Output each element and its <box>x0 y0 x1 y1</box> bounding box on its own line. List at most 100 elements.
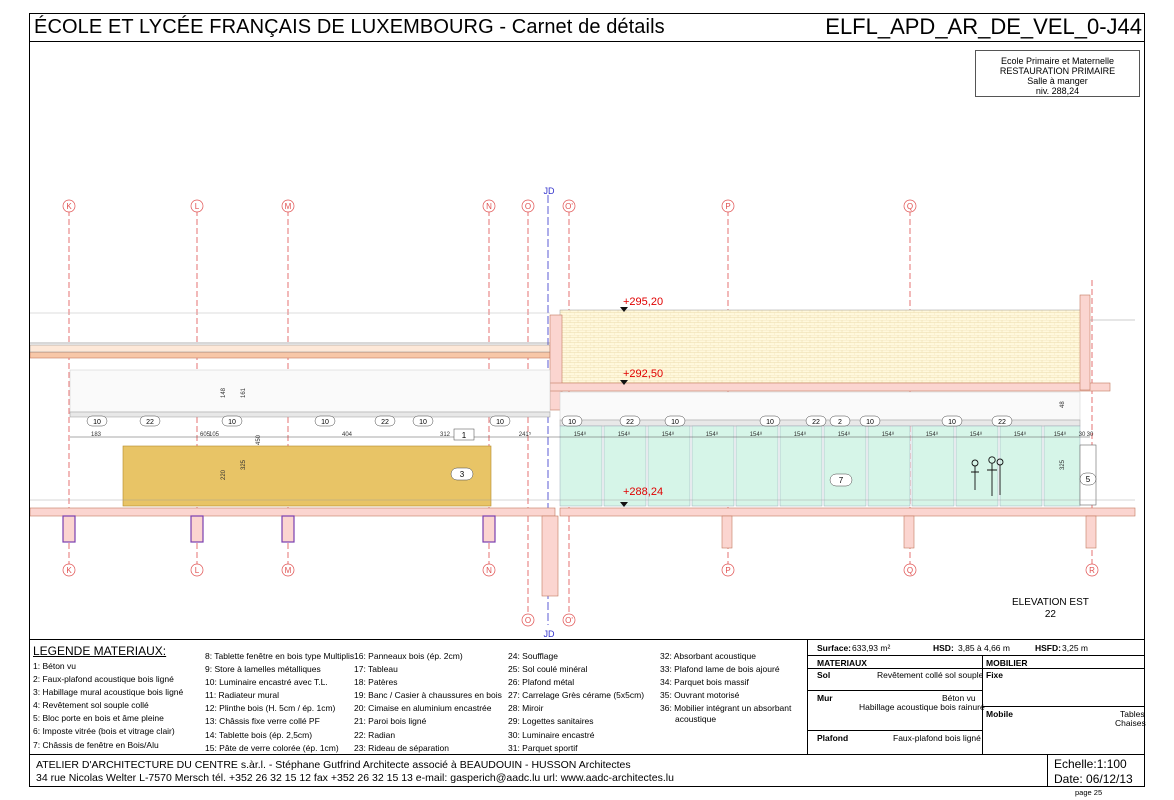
fixe-label: Fixe <box>986 670 1004 680</box>
legend-item: 10: Luminaire encastré avec T.L. <box>205 677 328 688</box>
legend-item: 20: Cimaise en aluminium encastrée <box>354 703 492 714</box>
svg-text:241⁵: 241⁵ <box>519 431 532 438</box>
legend-item: 14: Tablette bois (ép. 2,5cm) <box>205 729 313 740</box>
svg-text:10: 10 <box>228 419 236 426</box>
hsfd-value: 3,25 m <box>1062 643 1088 653</box>
svg-text:183: 183 <box>91 432 102 438</box>
upper-slab <box>549 382 1111 392</box>
svg-text:154⁸: 154⁸ <box>1014 431 1027 438</box>
svg-text:148: 148 <box>221 387 227 398</box>
legend-item: 35: Ouvrant motorisé <box>660 690 740 701</box>
mur-value: Béton vu <box>942 693 976 703</box>
footer-firm: ATELIER D'ARCHITECTURE DU CENTRE s.àr.l.… <box>36 759 631 771</box>
legend-item: 26: Plafond métal <box>508 677 575 688</box>
roof-layer <box>30 344 551 353</box>
legend-item: 6: Imposte vitrée (bois et vitrage clair… <box>33 726 175 737</box>
legend-item: 7: Châssis de fenêtre en Bois/Alu <box>33 739 159 750</box>
svg-text:10: 10 <box>419 419 427 426</box>
svg-text:325: 325 <box>241 459 247 470</box>
legend-col-3: 16: Panneaux bois (ép. 2cm) 17: Tableau … <box>354 650 502 755</box>
svg-text:2: 2 <box>838 419 842 426</box>
svg-text:10: 10 <box>496 419 504 426</box>
jd-label: JD <box>544 186 556 196</box>
title-divider <box>29 41 1145 42</box>
mobile-label: Mobile <box>986 709 1013 719</box>
legend-item: 28: Miroir <box>508 703 544 714</box>
legend-item: 25: Sol coulé minéral <box>508 664 588 675</box>
surface-value: 633,93 m² <box>852 643 891 653</box>
legend-item: 3: Habillage mural acoustique bois ligné <box>33 687 184 698</box>
svg-text:154⁸: 154⁸ <box>750 431 763 438</box>
vertical-dims: 148 161 220 325 450 325 48 <box>221 387 1066 480</box>
legend-item: 11: Radiateur mural <box>205 690 280 701</box>
legend-item: 17: Tableau <box>354 664 398 675</box>
page-number: page 25 <box>1075 788 1103 797</box>
legend-item: 19: Banc / Casier à chaussures en bois <box>354 690 502 701</box>
svg-text:22: 22 <box>146 419 154 426</box>
svg-text:5: 5 <box>1086 475 1091 484</box>
materiaux-header: MATERIAUX <box>817 658 867 668</box>
svg-text:154⁸: 154⁸ <box>662 431 675 438</box>
svg-text:10: 10 <box>321 419 329 426</box>
foundation-piers <box>541 515 1097 597</box>
ceiling-zone-right <box>559 391 1081 421</box>
svg-text:105: 105 <box>209 432 220 438</box>
ceiling-tags-right: 10 22 10 10 22 2 10 10 22 <box>561 415 1013 427</box>
svg-text:L: L <box>195 202 200 211</box>
info-line: Salle à manger <box>1027 76 1088 86</box>
horizontal-dims: 183 605 105 404 312 241⁵ 154⁸ 154⁸ 154⁸ … <box>91 431 1094 438</box>
svg-text:N: N <box>486 202 492 211</box>
specs-row-line <box>982 706 1145 707</box>
people-silhouettes <box>971 456 1004 496</box>
mur-label: Mur <box>817 693 833 703</box>
svg-text:K: K <box>66 566 72 575</box>
legend-item: 33: Plafond lame de bois ajouré <box>660 664 780 675</box>
svg-text:22: 22 <box>381 419 389 426</box>
svg-text:154⁸: 154⁸ <box>882 431 895 438</box>
elevation-number: 22 <box>1044 609 1056 620</box>
svg-text:7: 7 <box>839 476 844 485</box>
surface-label: Surface: <box>817 643 852 653</box>
legend-item: 16: Panneaux bois (ép. 2cm) <box>354 651 463 661</box>
legend-item: 4: Revêtement sol souple collé <box>33 700 149 711</box>
svg-text:10: 10 <box>766 419 774 426</box>
specs-row-line <box>807 690 982 691</box>
svg-text:O': O' <box>565 202 573 211</box>
elevation-drawing: +295,20 +292,50 +288,24 K L M N O O' P Q… <box>30 186 1136 639</box>
svg-text:312: 312 <box>440 432 451 438</box>
svg-text:O: O <box>525 202 531 211</box>
mur-value: Habillage acoustique bois rainuré <box>859 702 985 712</box>
hsfd-label: HSFD: <box>1035 643 1061 653</box>
legend-item: 31: Parquet sportif <box>508 742 578 753</box>
jd-label-bottom: JD <box>544 629 556 639</box>
legend-item: 12: Plinthe bois (H. 5cm / ép. 1cm) <box>205 703 336 714</box>
svg-text:154⁸: 154⁸ <box>970 431 983 438</box>
elevation-name: ELEVATION EST <box>1012 597 1089 608</box>
svg-text:M: M <box>285 566 292 575</box>
svg-text:154⁸: 154⁸ <box>926 431 939 438</box>
svg-text:450: 450 <box>256 434 262 445</box>
legend-item: 18: Patères <box>354 677 398 688</box>
elevation-title: ELEVATION EST 22 <box>1012 597 1089 621</box>
legend-item: 23: Rideau de séparation <box>354 742 449 753</box>
foundation-beams <box>62 515 496 543</box>
level-label: +292,50 <box>623 368 663 380</box>
grid-bubbles-top: K L M N O O' P Q <box>62 199 917 213</box>
svg-text:154⁸: 154⁸ <box>618 431 631 438</box>
legend-item: 32: Absorbant acoustique <box>660 651 756 661</box>
svg-text:10: 10 <box>671 419 679 426</box>
svg-text:22: 22 <box>998 419 1006 426</box>
svg-text:O: O <box>525 616 531 625</box>
legend-item: 30: Luminaire encastré <box>508 729 595 740</box>
scale-label: Echelle:1:100 <box>1054 757 1127 771</box>
date-label: Date: 06/12/13 <box>1054 772 1133 786</box>
legend-item: 13: Châssis fixe verre collé PF <box>205 716 320 727</box>
svg-text:10: 10 <box>948 419 956 426</box>
legend-col-2: 8: Tablette fenêtre en bois type Multipl… <box>205 650 354 755</box>
svg-text:K: K <box>66 202 72 211</box>
svg-text:154⁸: 154⁸ <box>574 431 587 438</box>
info-line: Ecole Primaire et Maternelle <box>1000 56 1115 66</box>
sheet-title: ÉCOLE ET LYCÉE FRANÇAIS DE LUXEMBOURG - … <box>34 16 665 38</box>
svg-text:154⁸: 154⁸ <box>794 431 807 438</box>
legend-item: 21: Paroi bois ligné <box>354 716 427 727</box>
